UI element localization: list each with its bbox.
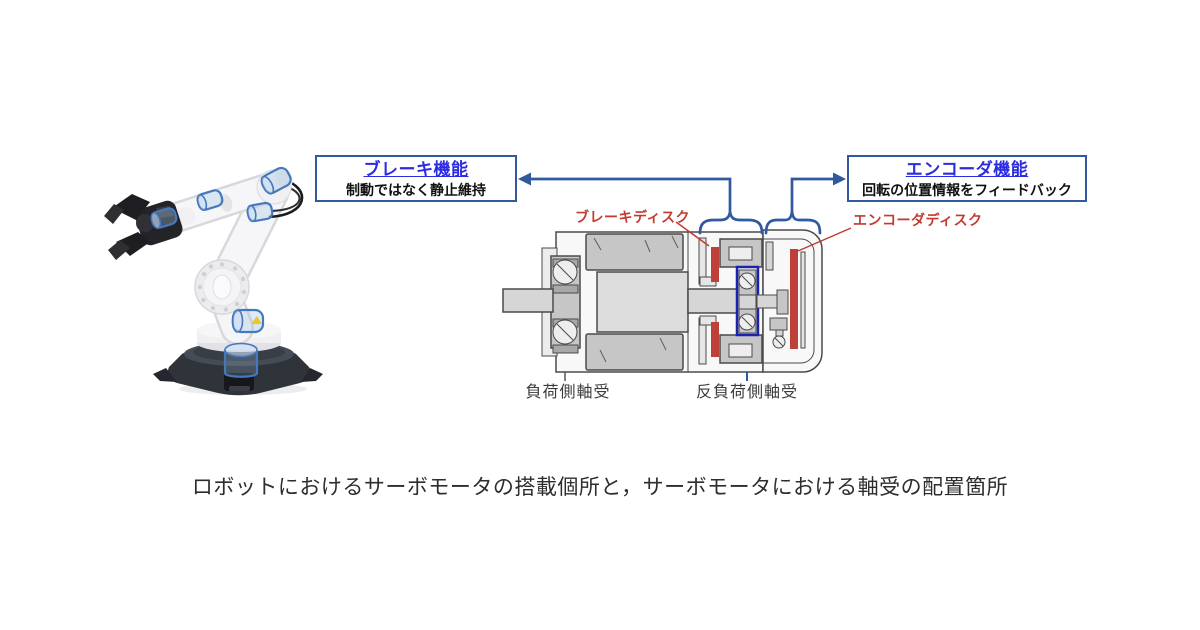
robot-shoulder-joint	[194, 259, 250, 315]
robot-arm-photo	[104, 166, 323, 396]
brake-section	[698, 237, 763, 365]
joint-highlight-elbow-top	[260, 166, 292, 195]
label-load-side-bearing: 負荷側軸受	[525, 384, 611, 401]
figure-caption: ロボットにおけるサーボモータの搭載個所と，サーボモータにおける軸受の配置箇所	[191, 476, 1009, 499]
rotor	[596, 271, 689, 333]
brake-connector	[518, 172, 764, 235]
brake-callout-subtitle: 制動ではなく静止維持	[346, 182, 486, 198]
output-shaft	[502, 288, 554, 313]
callout-brake: ブレーキ機能 制動ではなく静止維持	[315, 155, 517, 202]
warning-sticker	[251, 316, 262, 324]
label-brake-disc: ブレーキディスク	[575, 209, 691, 225]
joint-highlight-elbow-lower	[246, 201, 274, 223]
brake-callout-title: ブレーキ機能	[363, 160, 469, 179]
encoder-disc	[790, 249, 798, 349]
anti-load-side-bearing	[735, 265, 760, 337]
joint-highlight-above-base	[231, 308, 265, 334]
motor-cross-section	[502, 229, 823, 381]
arrow-right-icon	[833, 172, 846, 186]
encoder-callout-title: エンコーダ機能	[905, 160, 1029, 179]
leader-lines	[675, 221, 852, 252]
label-encoder-disc: エンコーダディスク	[853, 212, 983, 228]
encoder-section	[756, 229, 823, 373]
encoder-connector	[764, 172, 846, 235]
joint-highlight-upper-arm	[196, 189, 224, 212]
stator-windings	[585, 233, 684, 371]
joint-highlight-wrist	[150, 207, 178, 230]
brake-disc-top	[711, 247, 719, 282]
encoder-callout-subtitle: 回転の位置情報をフィードバック	[862, 182, 1072, 198]
arrow-left-icon	[518, 172, 531, 186]
load-side-bearing	[550, 255, 581, 354]
brake-disc-bottom	[711, 322, 719, 357]
callout-encoder: エンコーダ機能 回転の位置情報をフィードバック	[847, 155, 1087, 202]
joint-highlight-base	[223, 342, 259, 378]
label-anti-load-side-bearing: 反負荷側軸受	[695, 384, 799, 401]
